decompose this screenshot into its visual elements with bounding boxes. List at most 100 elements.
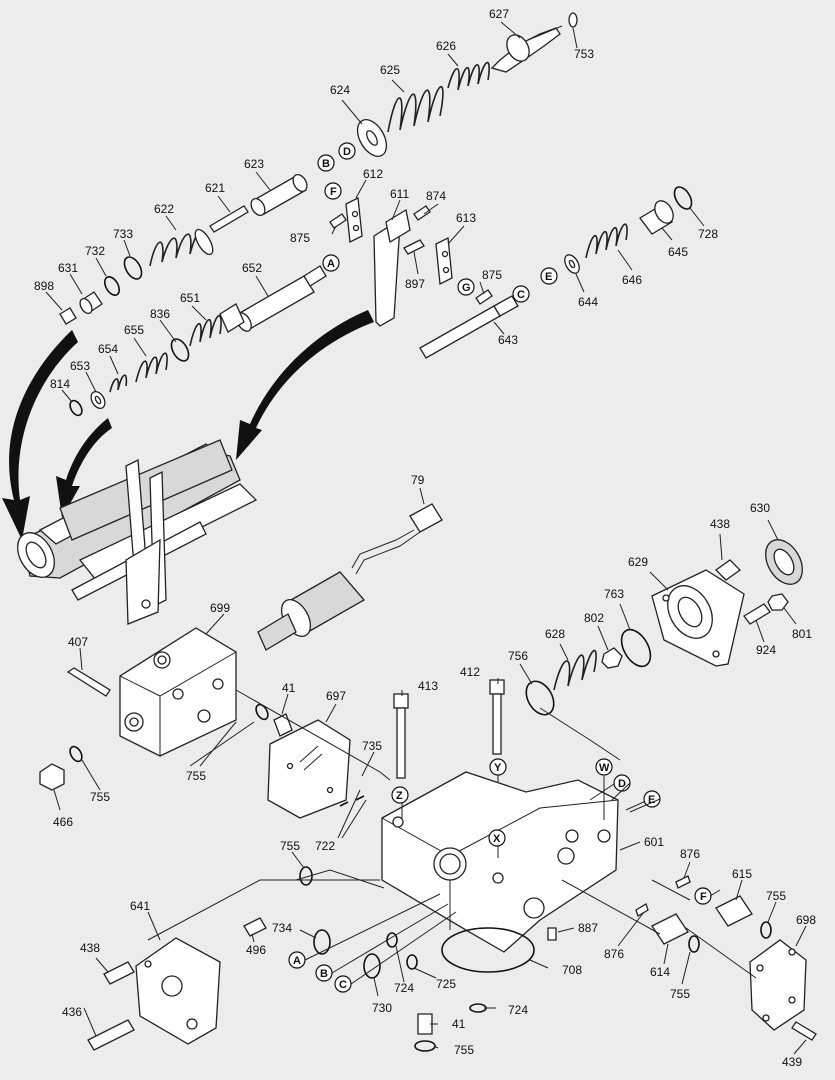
part-730-ring [363,953,381,979]
part-626-spring [447,61,490,91]
part-874-pin [413,205,431,221]
part-887-pin [547,927,557,941]
label-628: 628 [545,627,565,641]
label-814: 814 [50,377,70,391]
part-labels: 627 753 626 625 624 623 612 611 874 621 … [34,7,816,1069]
label-646: 646 [622,273,642,287]
part-622-spring [149,228,214,267]
part-601-main-body [381,771,619,953]
part-439-bolt [791,1021,817,1041]
label-629: 629 [628,555,648,569]
part-732-ring [103,276,121,296]
part-724-ring-b [469,1003,487,1013]
part-623-sleeve [250,173,308,217]
part-734-ring [313,929,331,955]
label-412: 412 [460,665,480,679]
label-466: 466 [53,815,73,829]
callout-W: W [595,758,613,776]
part-412-bolt [489,679,505,755]
part-755-ring-f [414,1040,436,1052]
label-615: 615 [732,867,752,881]
label-897: 897 [405,277,425,291]
callout-F-bottom: F [694,887,712,905]
part-438-bolt-bottom [103,961,135,985]
svg-text:F: F [700,891,707,903]
label-612: 612 [363,167,383,181]
part-41-fitting-bottom [417,1013,433,1035]
part-802-nut [601,647,623,669]
label-725: 725 [436,977,456,991]
part-624-washer [356,119,388,157]
svg-text:A: A [293,955,301,967]
label-651: 651 [180,291,200,305]
part-924-bolt [743,603,771,625]
part-466-plug [39,763,65,791]
part-801-nut [767,593,789,611]
callout-A-top: A [322,254,340,272]
label-621: 621 [205,181,225,195]
part-643-spool [419,295,519,359]
svg-text:A: A [327,258,335,270]
svg-text:B: B [320,968,328,980]
part-631-bush [79,291,103,315]
label-801: 801 [792,627,812,641]
label-641: 641 [130,899,150,913]
label-613: 613 [456,211,476,225]
leader-lines [45,21,807,1055]
svg-text:E: E [648,794,655,806]
part-654-spring [109,374,128,393]
callout-D-top: D [338,142,356,160]
callout-Z: Z [391,786,409,804]
part-627-drawing [490,25,563,73]
part-697-cover [267,719,351,819]
part-655-spring [135,352,168,383]
part-641-cover [135,937,221,1045]
part-79-connector [351,503,443,575]
label-601: 601 [644,835,664,849]
part-763-ring [620,628,652,668]
part-756-ring [525,680,555,716]
part-625-spring [387,85,444,133]
part-755-ring-c [299,866,313,886]
label-755-d: 755 [766,889,786,903]
part-645-cap [639,200,674,235]
part-699-block [119,627,237,757]
svg-text:Z: Z [396,790,403,802]
callout-A-bottom: A [288,951,306,969]
label-496: 496 [246,943,266,957]
svg-text:C: C [517,289,525,301]
svg-text:D: D [343,146,351,158]
label-724-a: 724 [394,981,414,995]
part-814-ring [69,399,83,417]
label-755-b: 755 [90,790,110,804]
label-644: 644 [578,295,598,309]
part-614-plug [651,913,689,945]
label-407: 407 [68,635,88,649]
label-624: 624 [330,83,350,97]
part-651-sleeve [189,303,245,347]
svg-text:X: X [493,833,501,845]
label-876-b: 876 [604,947,624,961]
label-763: 763 [604,587,624,601]
part-407-bolt [66,667,111,697]
label-622: 622 [154,202,174,216]
label-874: 874 [426,189,446,203]
callout-D-middle: D [613,774,631,792]
part-628-spring [553,649,597,691]
part-725-ring [406,954,418,970]
part-728-ring [673,186,693,210]
label-708: 708 [562,963,582,977]
label-735: 735 [362,739,382,753]
connection-lines [147,689,757,985]
part-612-lever [345,196,363,244]
label-654: 654 [98,342,118,356]
label-875-b: 875 [482,268,502,282]
label-755-f: 755 [454,1043,474,1057]
part-876-pin-a [675,875,691,889]
label-724-b: 724 [508,1003,528,1017]
label-436: 436 [62,1005,82,1019]
label-887: 887 [578,921,598,935]
part-653-washer [90,390,106,410]
part-876-pin-b [635,903,649,917]
label-755-e: 755 [670,987,690,1001]
